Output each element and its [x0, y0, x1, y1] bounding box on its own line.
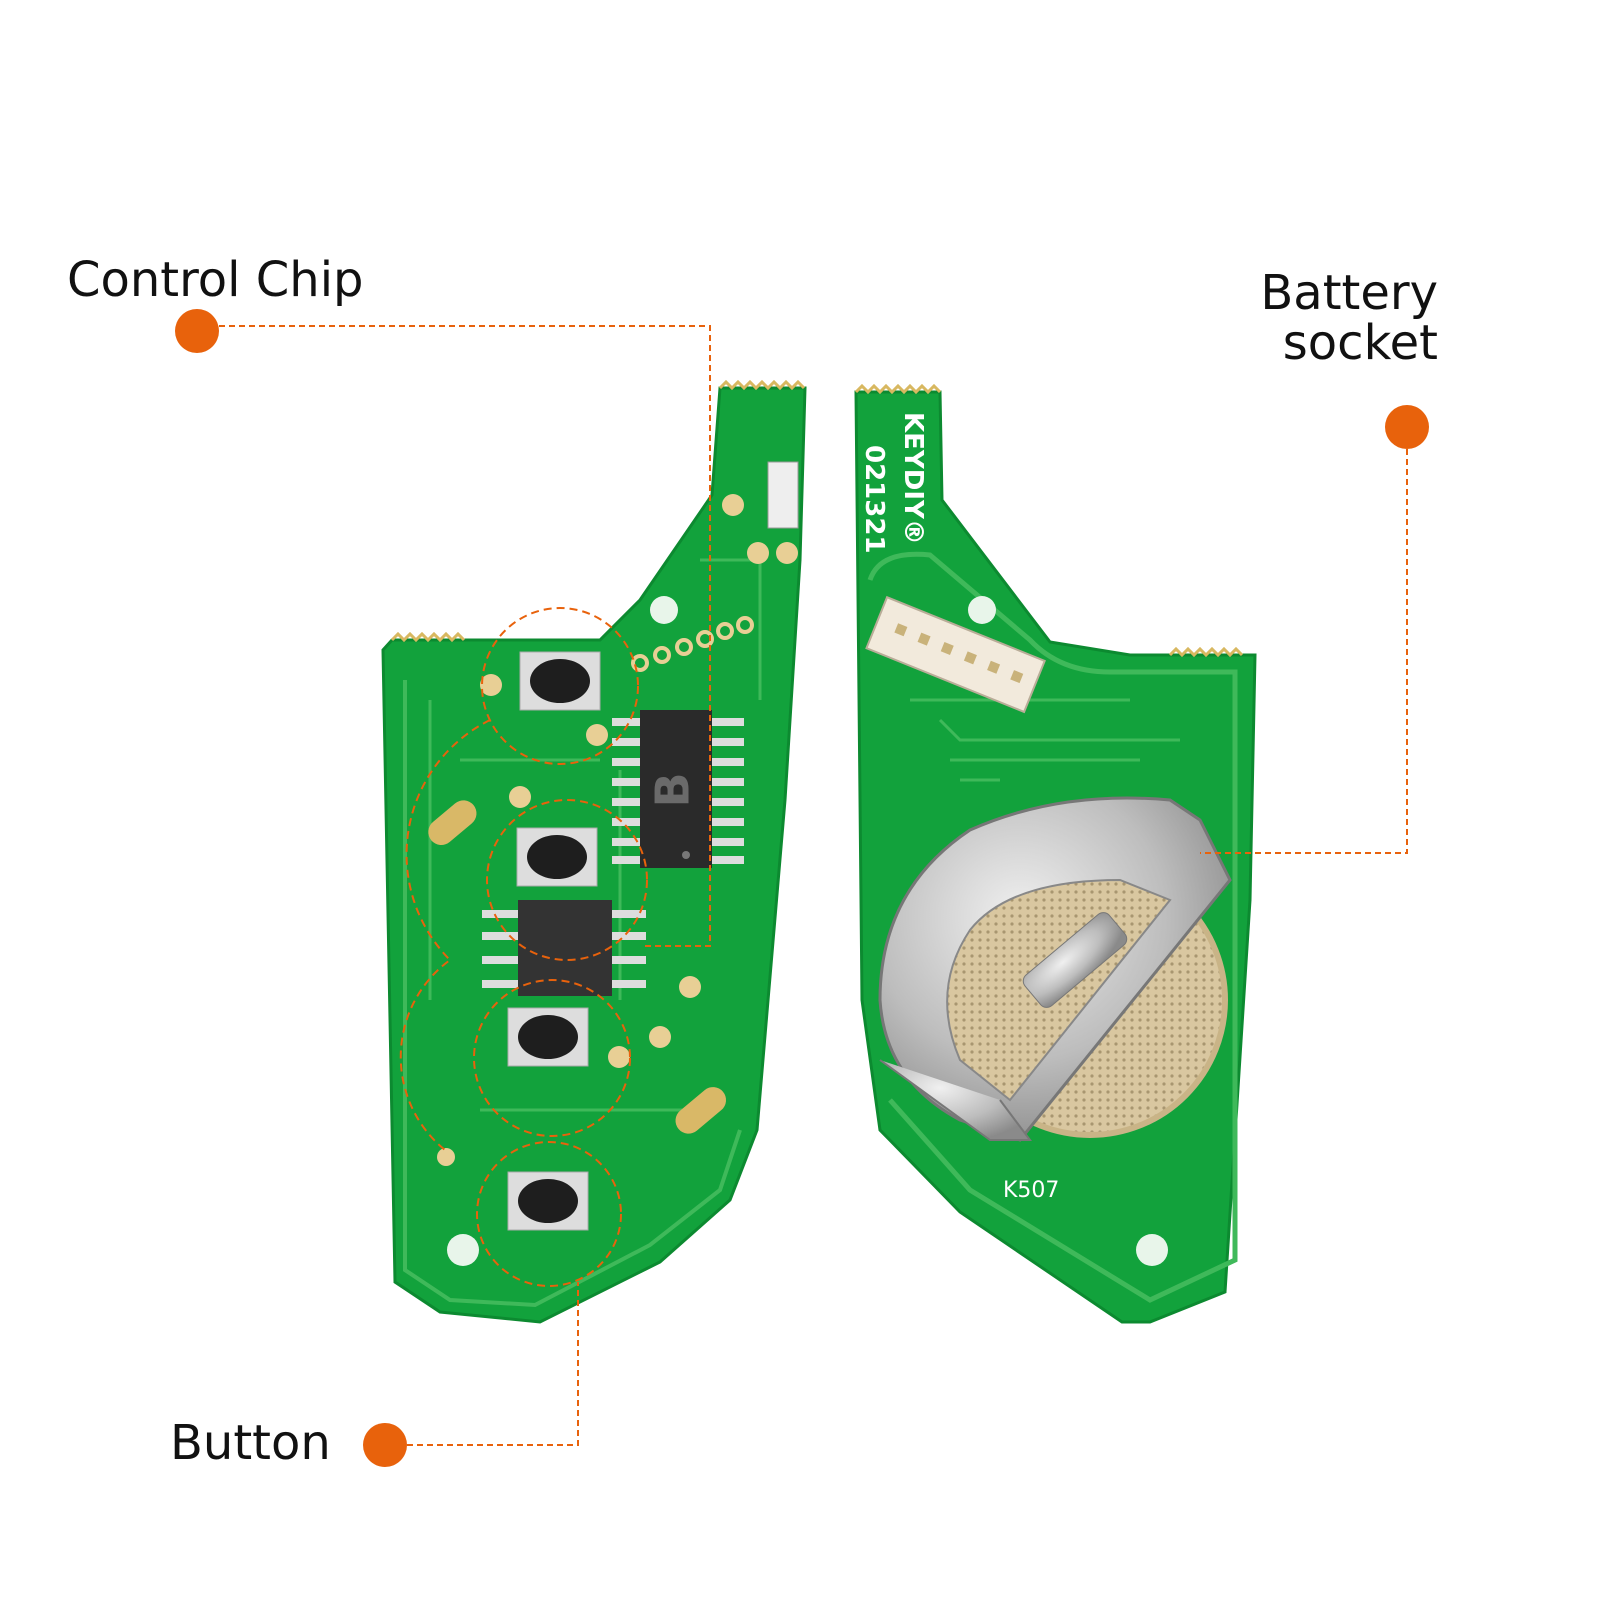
control-chip: B — [612, 710, 744, 868]
battery-socket — [878, 796, 1232, 1142]
rf-chip — [482, 900, 646, 996]
tact-button — [507, 1171, 589, 1231]
solder-pads — [437, 494, 798, 1166]
mount-hole — [1136, 1234, 1168, 1266]
battery-socket-label-line2: socket — [1282, 315, 1438, 371]
battery-socket-label: Battery socket — [1260, 268, 1438, 368]
brand-label: KEYDIY® — [898, 412, 928, 545]
battery-socket-marker — [1385, 405, 1429, 449]
connector — [865, 595, 1046, 714]
tact-button — [519, 651, 601, 711]
pcb-back: KEYDIY® 021321 K507 — [854, 383, 1257, 1324]
led-icon — [767, 461, 799, 529]
chip-marking: B — [646, 772, 700, 807]
tact-button — [507, 1007, 589, 1067]
model-label: K507 — [1003, 1178, 1059, 1203]
mount-hole — [447, 1234, 479, 1266]
highlight-circles — [399, 607, 648, 1287]
crystal — [675, 1087, 727, 1134]
pcb-front: B — [381, 379, 807, 1324]
button-marker — [363, 1423, 407, 1467]
mount-hole — [650, 596, 678, 624]
button-label: Button — [170, 1415, 331, 1471]
mount-hole — [968, 596, 996, 624]
crystal — [428, 800, 477, 845]
leader-lines — [219, 325, 1408, 1446]
tact-button — [516, 827, 598, 887]
control-chip-marker — [175, 309, 219, 353]
board-code: 021321 — [859, 445, 889, 554]
battery-socket-label-line1: Battery — [1260, 265, 1438, 321]
control-chip-label: Control Chip — [67, 252, 364, 308]
